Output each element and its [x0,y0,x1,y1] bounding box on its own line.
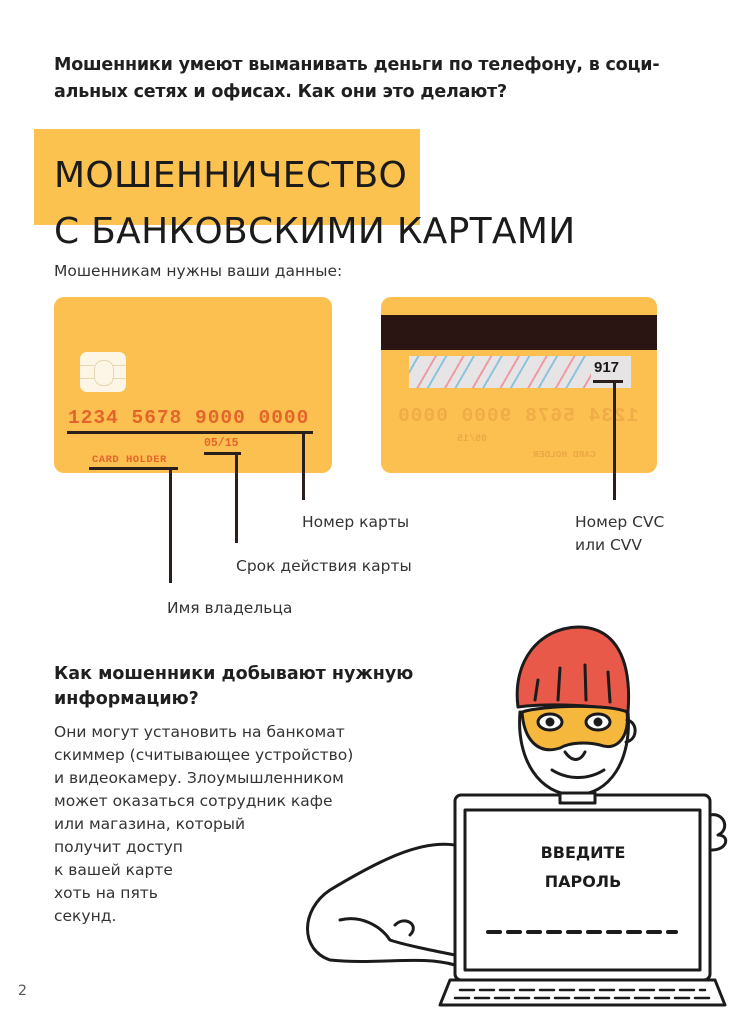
subtitle: Мошенникам нужны ваши данные: [54,262,343,280]
label-cvc-line-1: Номер CVC [575,513,665,531]
magnetic-stripe [381,315,657,350]
chip-icon [80,352,126,392]
label-expiry: Срок действия карты [236,557,412,575]
title-line-2: С БАНКОВСКИМИ КАРТАМИ [54,211,576,252]
body-line: к вашей карте [54,861,173,879]
body-line: или магазина, который [54,815,246,833]
intro-line-1: Мошенники умеют выманивать деньги по тел… [54,55,660,75]
body-line: секунд. [54,907,117,925]
mask-icon [520,704,629,752]
label-cvc: Номер CVC или CVV [575,511,664,557]
intro-text: Мошенники умеют выманивать деньги по тел… [54,52,684,106]
card-holder: CARD HOLDER [92,454,167,466]
section-body: Они могут установить на банкомат скиммер… [54,721,353,928]
body-line: скиммер (считывающее устройство) [54,746,354,764]
title-line-1: МОШЕННИЧЕСТВО [54,155,408,196]
section-heading-line-2: информацию? [54,689,199,709]
card-front-illustration: 1234 5678 9000 0000 05/15 CARD HOLDER [54,297,332,473]
label-cvc-line-2: или CVV [575,536,643,554]
screen-text-line-2: ПАРОЛЬ [545,872,622,891]
page-title: МОШЕННИЧЕСТВО С БАНКОВСКИМИ КАРТАМИ [54,148,575,260]
page-number: 2 [18,983,27,999]
section-heading: Как мошенники добывают нужную информацию… [54,662,434,712]
body-line: хоть на пять [54,884,158,902]
body-line: Они могут установить на банкомат [54,723,345,741]
body-line: может оказаться сотрудник кафе [54,792,333,810]
card-back-ghost-number: 1234 5678 9000 0000 [397,405,639,427]
intro-line-2: альных сетях и офисах. Как они это делаю… [54,82,507,102]
leader-line-cvc [613,380,616,500]
cvc-code: 917 [594,359,620,376]
title-highlight-band [34,129,420,225]
screen-text-line-1: ВВЕДИТЕ [541,843,626,862]
card-back-ghost-expiry: 05/15 [457,434,488,445]
leader-line-number [302,432,305,500]
arm-icon [306,842,457,967]
card-expiry: 05/15 [204,437,239,450]
label-holder: Имя владельца [167,599,293,617]
label-card-number: Номер карты [302,513,410,531]
fraudster-laptop-illustration: ВВЕДИТЕ ПАРОЛЬ [306,625,728,1007]
leader-line-holder [169,470,172,583]
section-heading-line-1: Как мошенники добывают нужную [54,664,414,684]
body-line: и видеокамеру. Злоумышленником [54,769,344,787]
card-back-ghost-holder: CARD HOLDER [533,449,596,460]
card-back-illustration: 917 1234 5678 9000 0000 05/15 CARD HOLDE… [381,297,657,473]
body-line: получит доступ [54,838,183,856]
leader-line-expiry [235,453,238,543]
card-number: 1234 5678 9000 0000 [68,407,310,429]
